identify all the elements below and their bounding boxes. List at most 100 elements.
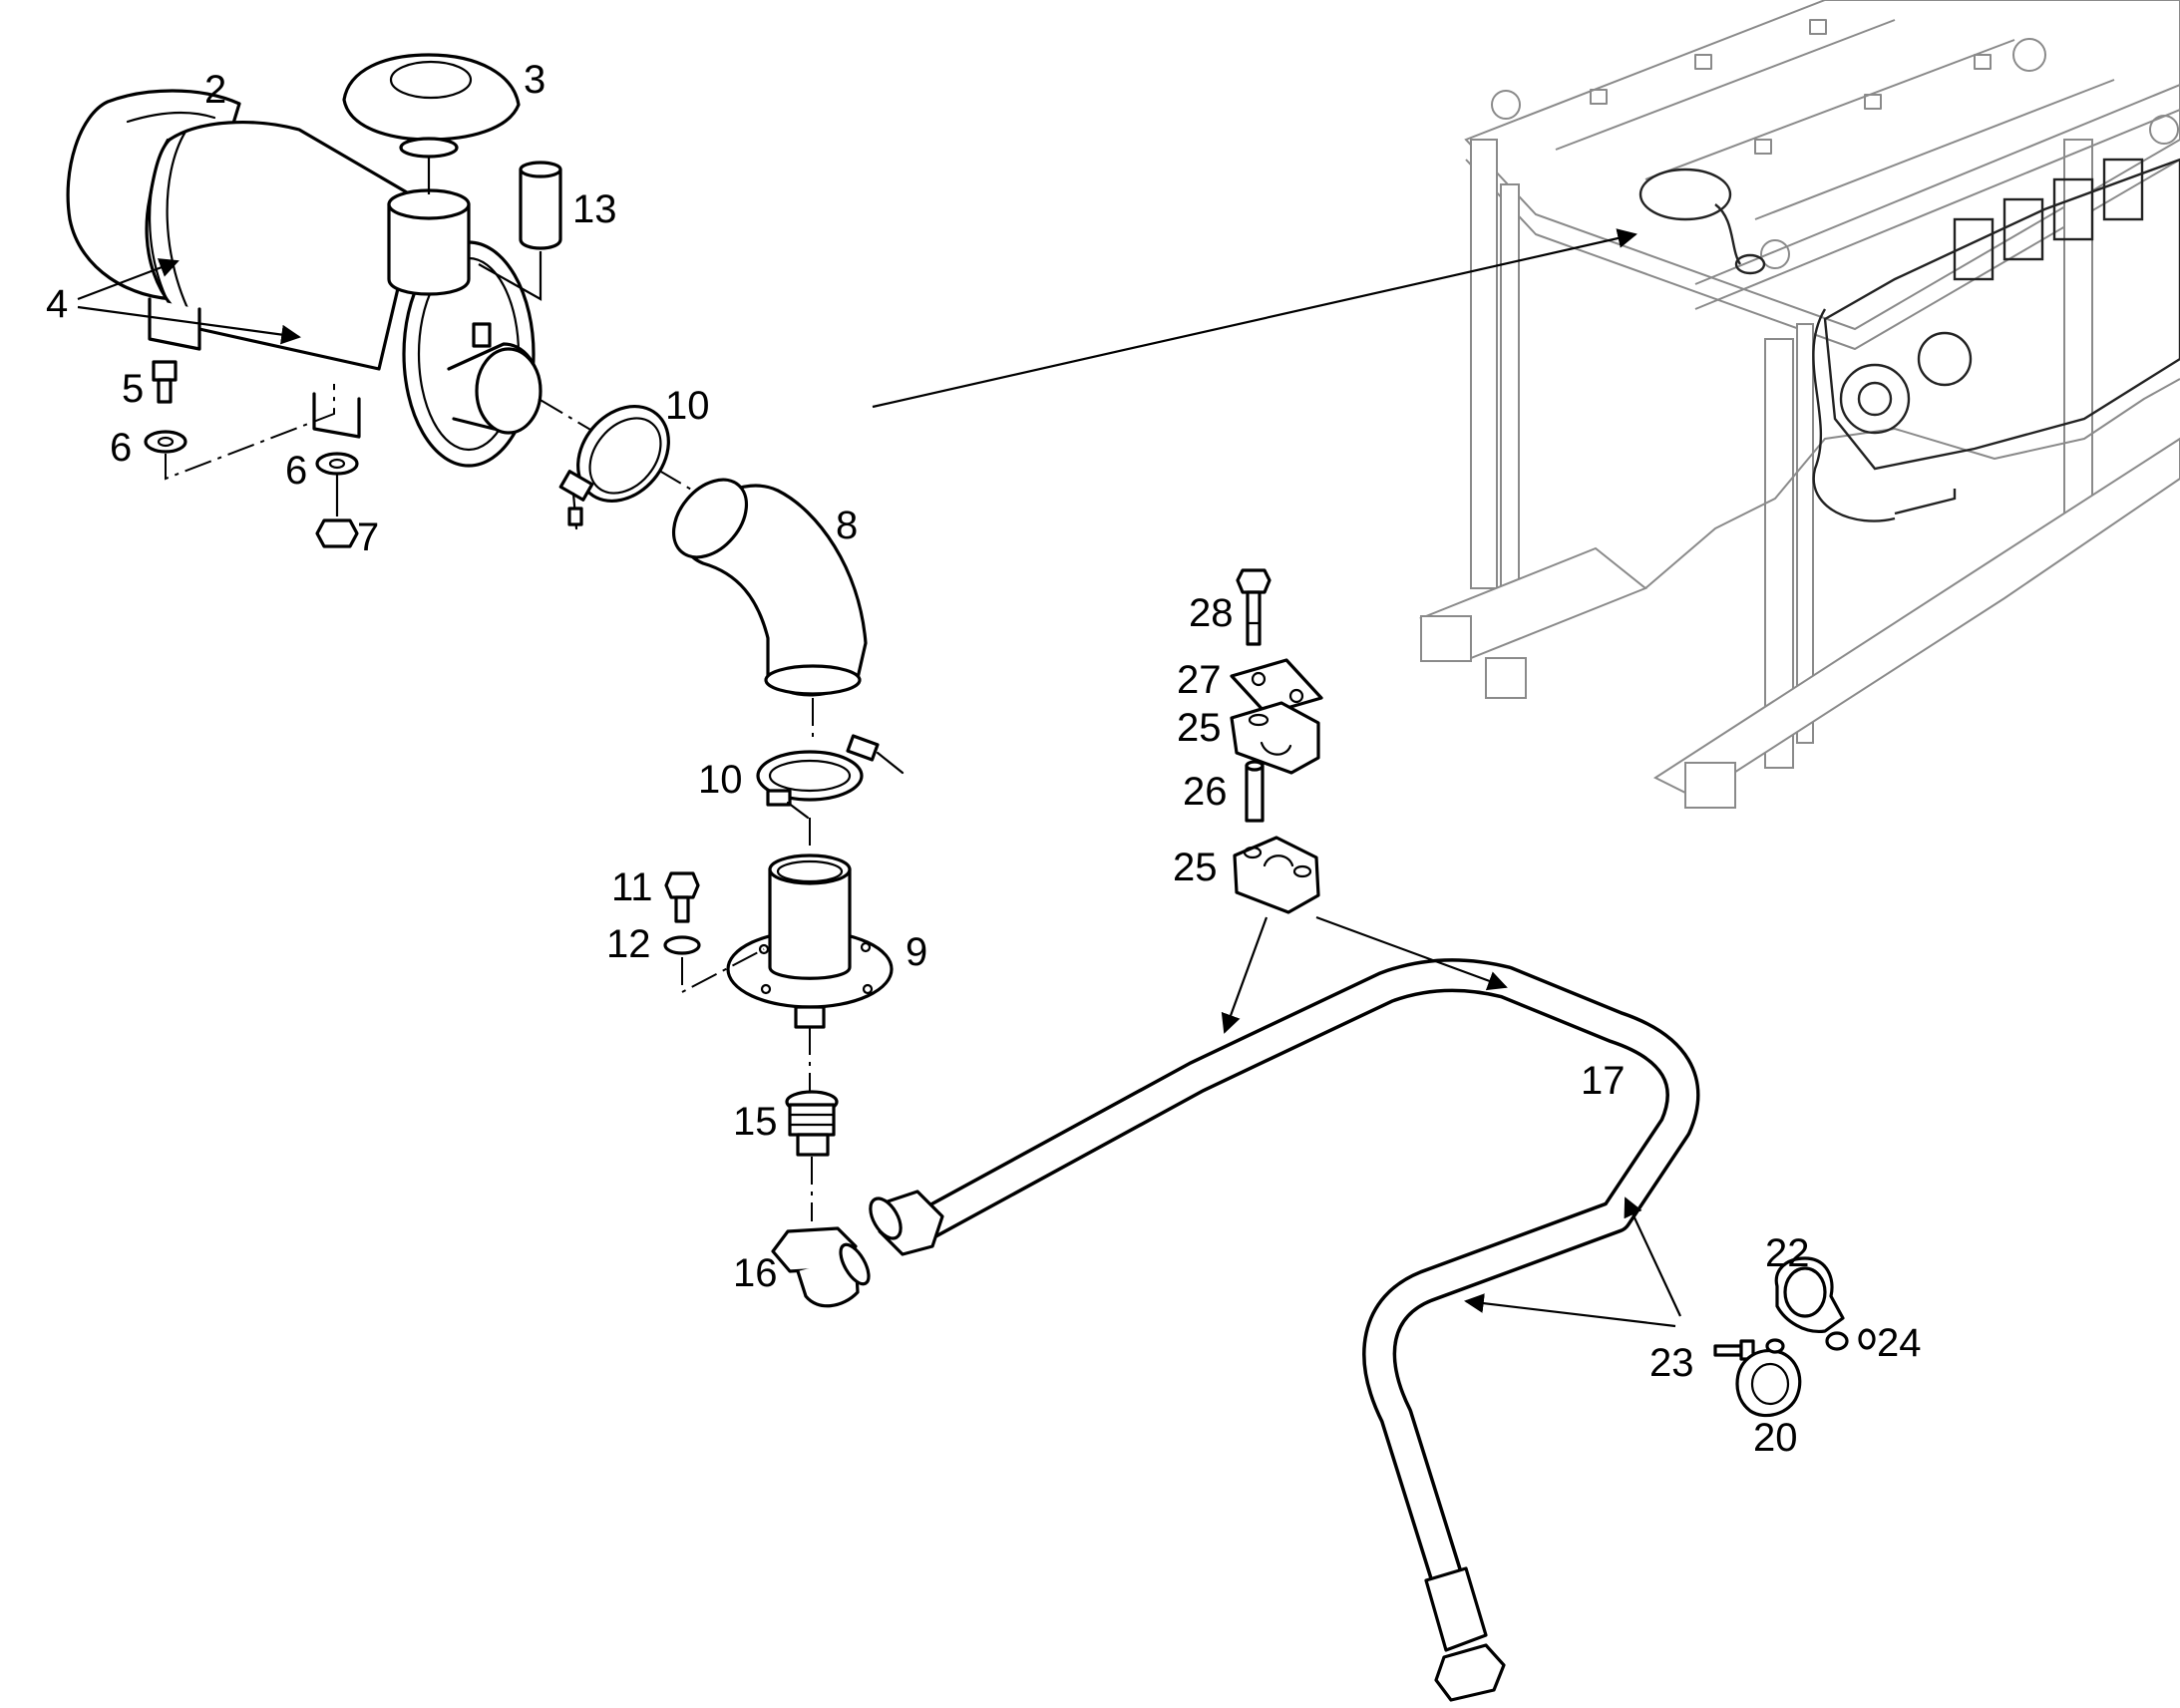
part-10-lower-bolt (876, 751, 905, 775)
callout-9: 9 (906, 930, 927, 974)
location-leader (872, 228, 1637, 409)
engine-head-2 (2002, 197, 2044, 261)
part-3-cap-crown (389, 60, 473, 100)
part-13-axis (478, 251, 543, 301)
frame-lug-3 (2149, 115, 2179, 145)
part-28-bolt-shank (1246, 590, 1262, 646)
machine-frame-overview (1419, 0, 2180, 809)
part-10-clamp-upper (558, 404, 670, 530)
part-9-flange-hole-3 (758, 943, 770, 955)
frame-base-sweep (1644, 378, 2180, 589)
frame-deck-line-c (1754, 79, 2115, 220)
part-25-upper-hole (1248, 713, 1270, 727)
part-mount-foot-right (312, 392, 361, 439)
part-13-indicator-top (519, 161, 562, 178)
callout-8: 8 (836, 504, 858, 547)
part-9-flange-hole-2 (862, 983, 874, 995)
frame-foot-mid-left (1485, 657, 1527, 699)
part-9-flange-tube-top (768, 854, 852, 885)
frame-pad-4 (1754, 139, 1772, 155)
part-evacuator-valve (472, 322, 492, 348)
part-5-bolt (152, 360, 178, 404)
engine-assembly (1638, 158, 2180, 522)
part-26-pin-top (1245, 760, 1265, 772)
engine-head-4 (2102, 158, 2144, 221)
part-10-lower-band-inner (768, 759, 852, 793)
part-17-end-nut-lower (1434, 1643, 1506, 1702)
part-8-elbow-end (671, 478, 749, 559)
part-17-hose (869, 958, 1700, 1702)
callout-5: 5 (122, 367, 144, 411)
engine-head-1 (1953, 217, 1995, 281)
part-9-flange-hole-1 (760, 983, 772, 995)
part-8-elbow-bottom (764, 664, 862, 696)
part-body-band-2 (166, 130, 197, 326)
frame-cross-beam (1694, 84, 2180, 285)
part-22-clip-opening (1783, 1266, 1827, 1318)
part-9-flange-tube (768, 867, 852, 980)
part-17-end-ferrule-lower (1424, 1566, 1488, 1652)
part-28-bolt (1236, 568, 1272, 646)
part-9-flange-boss (794, 1005, 826, 1029)
part-10-clamp-latch (558, 470, 594, 502)
part-20-clip (1735, 1338, 1802, 1418)
part-12-washer (663, 935, 701, 955)
part-17-end-face-left (869, 1196, 903, 1240)
callout-28: 28 (1189, 591, 1234, 635)
part-3-cap-collar (399, 137, 459, 159)
callout-20: 20 (1753, 1416, 1798, 1460)
callout-6-left: 6 (110, 426, 132, 470)
part-5-bolt-head (152, 360, 178, 382)
part-22-clip (1774, 1256, 1849, 1351)
frame-cross-beam-low (1694, 109, 2180, 310)
callout-15: 15 (733, 1100, 778, 1144)
callout-27: 27 (1177, 658, 1222, 702)
part-10-lower-latch-2 (766, 789, 792, 807)
air-cleaner-location-end (1734, 253, 1766, 275)
mount-centerline-left (165, 384, 335, 481)
part-23-screw-shank (1713, 1344, 1743, 1357)
frame-column-right (2063, 139, 2093, 519)
callout-17: 17 (1581, 1059, 1626, 1103)
part-9-flange-hole-4 (860, 941, 872, 953)
frame-deck-line-a (1555, 19, 1896, 151)
part-10-clamp-band-inner (588, 417, 662, 495)
part-10-clamp-lower (756, 734, 905, 820)
part-25-lower-bore (1263, 854, 1294, 867)
frame-lug-1 (1491, 90, 1521, 120)
callout-12: 12 (606, 922, 651, 966)
part-10-lower-bolt-2 (786, 801, 810, 820)
part-outlet-opening (475, 347, 543, 435)
frame-column-left (1470, 139, 1498, 589)
part-4-leader-a (77, 258, 180, 301)
part-17-hose-outline (906, 958, 1700, 1592)
callout-11: 11 (611, 865, 653, 909)
frame-deck-line-b (1644, 39, 2015, 180)
part-inlet-neck-top (387, 188, 471, 220)
part-25-clamp-half-upper (1230, 701, 1320, 775)
engine-turbo-inner (1857, 381, 1893, 417)
part-9-inlet-flange (726, 854, 894, 1029)
frame-pad-2 (1694, 54, 1712, 70)
part-6-washer-right-hole (328, 458, 346, 470)
flange-bolt-centerline (681, 948, 765, 994)
callout-24: 24 (1877, 1321, 1922, 1365)
part-inlet-neck (387, 202, 471, 296)
part-25-lower-hole-1 (1243, 846, 1263, 859)
part-13-service-indicator (519, 161, 562, 250)
part-22-clip-tab (1825, 1331, 1849, 1351)
part-6-washer-right (315, 452, 359, 476)
part-25-upper-bore (1260, 741, 1292, 756)
frame-top-deck (1464, 0, 2180, 331)
part-6-washer-left-hole (157, 436, 175, 448)
part-10-clamp-bolt-end (567, 507, 583, 526)
callout-7: 7 (357, 515, 379, 559)
frame-logo-mark (2012, 38, 2046, 72)
part-15-fitting-body (788, 1103, 836, 1137)
part-25-lower-hole-2 (1292, 864, 1312, 878)
callout-6-right: 6 (285, 449, 307, 493)
callout-10-lower: 10 (698, 758, 743, 802)
part-11-bolt-shank (674, 895, 690, 923)
part-5-bolt-shank (157, 378, 173, 404)
engine-hose-run (1894, 489, 1957, 515)
